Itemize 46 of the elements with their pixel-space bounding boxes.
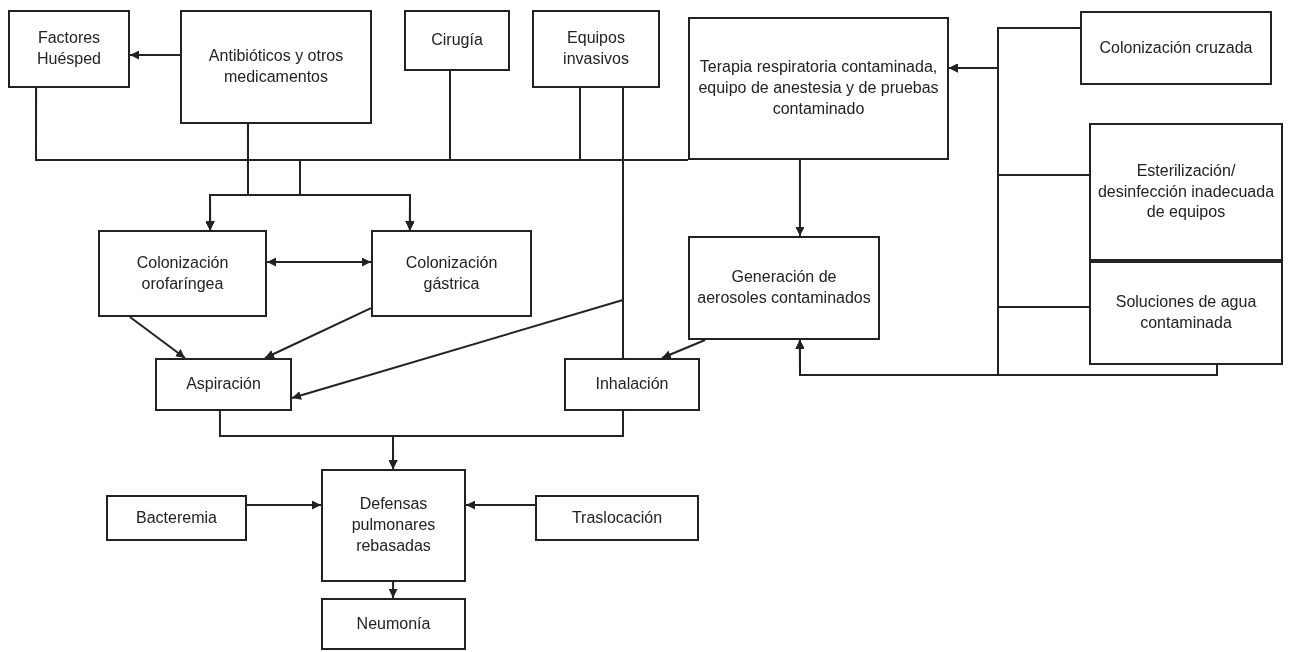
arrow [246,500,322,510]
node-text: Esterilización/ desinfección inadecuada de equipos [1097,160,1275,223]
process-box [1089,261,1283,365]
process-box [98,230,267,317]
node-text: Cirugía [431,30,483,51]
arrow [264,307,372,359]
process-box [532,10,660,88]
arrow [128,316,186,359]
process-box [106,495,247,541]
arrow [388,581,398,599]
node-text: Factores Huésped [35,28,102,69]
arrow [795,339,1219,376]
node-text: Traslocación [571,507,663,528]
arrow [948,63,1090,308]
process-box [371,230,532,317]
arrow [795,159,805,237]
process-box [404,10,510,71]
process-box [1080,11,1272,85]
process-box [8,10,130,88]
node-text: Soluciones de agua contaminada [1114,292,1258,333]
node-text: Bacteremia [136,507,217,528]
process-box [535,495,699,541]
node-text: Terapia respiratoria contaminada, equipo de anestesia y de pruebas contaminado [697,57,940,119]
process-box [155,358,292,411]
node-text: Colonización gástrica [404,252,499,294]
process-box [688,236,880,340]
arrow [465,500,536,510]
node-text: Aspiración [186,374,261,395]
process-box [1089,123,1283,261]
arrow [388,410,624,470]
arrow [129,50,181,60]
node-text: Inhalación [595,374,669,395]
node-text: Defensas pulmonares rebasadas [350,494,437,556]
node-text: Equipos invasivos [562,28,630,69]
process-box [321,598,466,650]
node-text: Antibióticos y otros medicamentos [207,46,345,87]
node-text: Colonización cruzada [1099,37,1253,58]
process-box [564,358,700,411]
process-box [321,469,466,582]
arrow [660,339,707,359]
arrow [266,257,372,267]
process-box [688,17,949,160]
node-text: Generación de aerosoles contaminados [696,267,872,308]
node-text: Colonización orofaríngea [135,252,230,294]
node-text: Neumonía [356,613,431,634]
process-box [180,10,372,124]
